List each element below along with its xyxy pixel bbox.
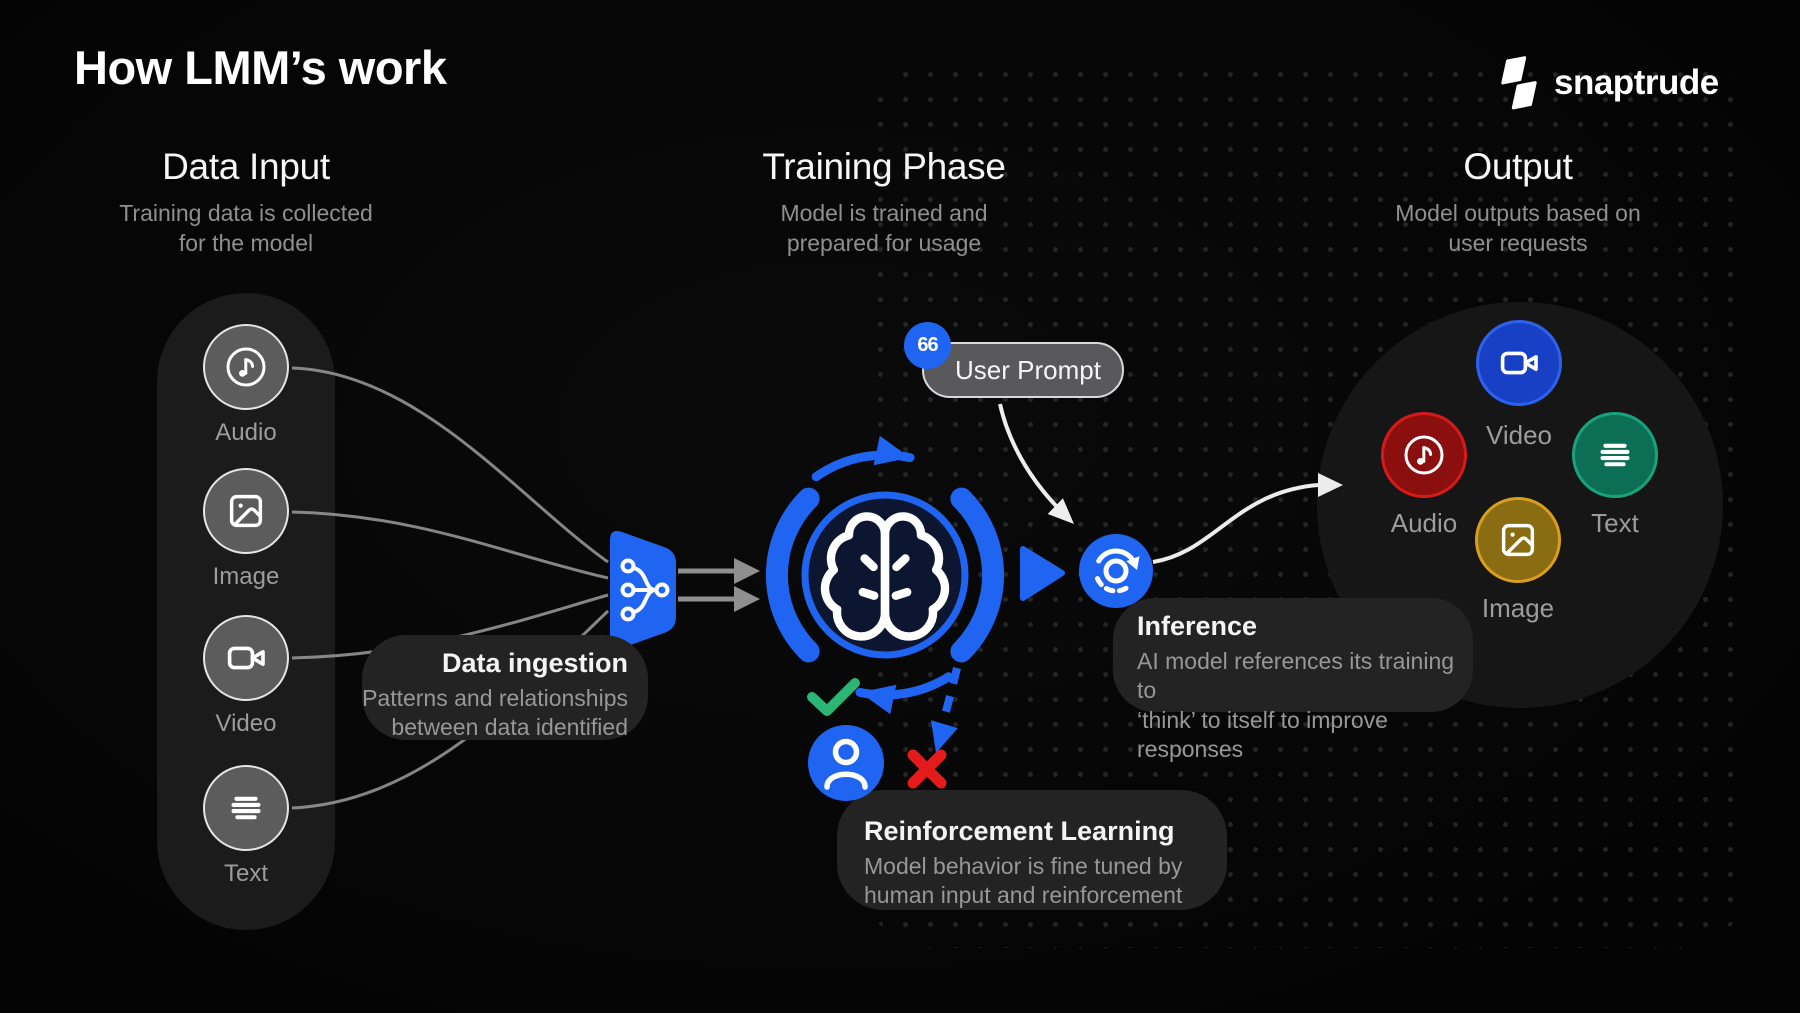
- user-prompt-pill: User Prompt: [922, 342, 1124, 398]
- output-image-label: Image: [1481, 593, 1555, 623]
- text-lines-icon: [1600, 443, 1630, 467]
- flow-line-audio: [291, 366, 609, 564]
- data-ingestion-title: Data ingestion: [441, 648, 628, 678]
- video-camera-icon: [1500, 351, 1538, 375]
- reinforcement-callout: Reinforcement Learning Model behavior is…: [837, 790, 1227, 910]
- input-text-label: Text: [223, 860, 268, 887]
- output-image-circle: [1475, 497, 1561, 583]
- output-subtitle: Model outputs based on user requests: [1395, 200, 1641, 257]
- section-training-phase: Training Phase Model is trained and prep…: [674, 146, 1094, 259]
- input-image-circle: [203, 468, 289, 554]
- input-image-label: Image: [212, 563, 280, 590]
- section-data-input: Data Input Training data is collected fo…: [36, 146, 456, 259]
- reinforcement-title: Reinforcement Learning: [864, 816, 1175, 846]
- arrow-head-1: [734, 558, 760, 584]
- quote-icon: 66: [904, 322, 951, 369]
- data-ingestion-callout: Data ingestion Patterns and relationship…: [362, 635, 648, 740]
- funnel-to-brain-arrows: [678, 558, 760, 612]
- input-audio-label: Audio: [215, 419, 277, 446]
- check-icon: [807, 678, 860, 716]
- flow-line-image: [291, 510, 609, 580]
- section-output: Output Model outputs based on user reque…: [1308, 146, 1728, 259]
- data-input-heading: Data Input: [162, 146, 330, 187]
- snaptrude-logo-text: snaptrude: [1554, 63, 1719, 102]
- music-note-icon: [226, 347, 266, 387]
- output-text-circle: [1572, 412, 1658, 498]
- output-heading: Output: [1463, 146, 1573, 187]
- snaptrude-logo-icon: [1501, 56, 1537, 110]
- video-camera-icon: [227, 646, 265, 670]
- reinforcement-description: Model behavior is fine tuned by human in…: [864, 853, 1183, 909]
- snaptrude-logo: snaptrude: [1496, 56, 1719, 110]
- text-lines-icon: [231, 796, 261, 820]
- training-phase-subtitle: Model is trained and prepared for usage: [780, 200, 988, 257]
- data-ingestion-funnel: [610, 531, 676, 649]
- data-ingestion-description: Patterns and relationships between data …: [362, 685, 628, 741]
- input-video-circle: [203, 615, 289, 701]
- image-icon: [229, 494, 263, 528]
- inference-title: Inference: [1137, 611, 1258, 641]
- user-prompt-label: User Prompt: [955, 354, 1101, 385]
- image-icon: [1501, 523, 1535, 557]
- input-text-circle: [203, 765, 289, 851]
- inference-callout: Inference AI model references its traini…: [1113, 598, 1473, 762]
- page-title: How LMM’s work: [74, 41, 447, 94]
- merge-icon: [620, 558, 670, 622]
- output-video-circle: [1476, 320, 1562, 406]
- output-audio-circle: [1381, 412, 1467, 498]
- loop-arc-left: [765, 487, 820, 663]
- training-phase-heading: Training Phase: [762, 146, 1006, 187]
- data-input-subtitle: Training data is collected for the model: [119, 200, 373, 257]
- inference-description: AI model references its training to ‘thi…: [1137, 648, 1455, 763]
- music-note-icon: [1404, 435, 1444, 475]
- person-icon: [824, 738, 868, 790]
- input-audio-circle: [203, 324, 289, 410]
- arrow-head-2: [734, 586, 760, 612]
- input-video-label: Video: [215, 710, 277, 737]
